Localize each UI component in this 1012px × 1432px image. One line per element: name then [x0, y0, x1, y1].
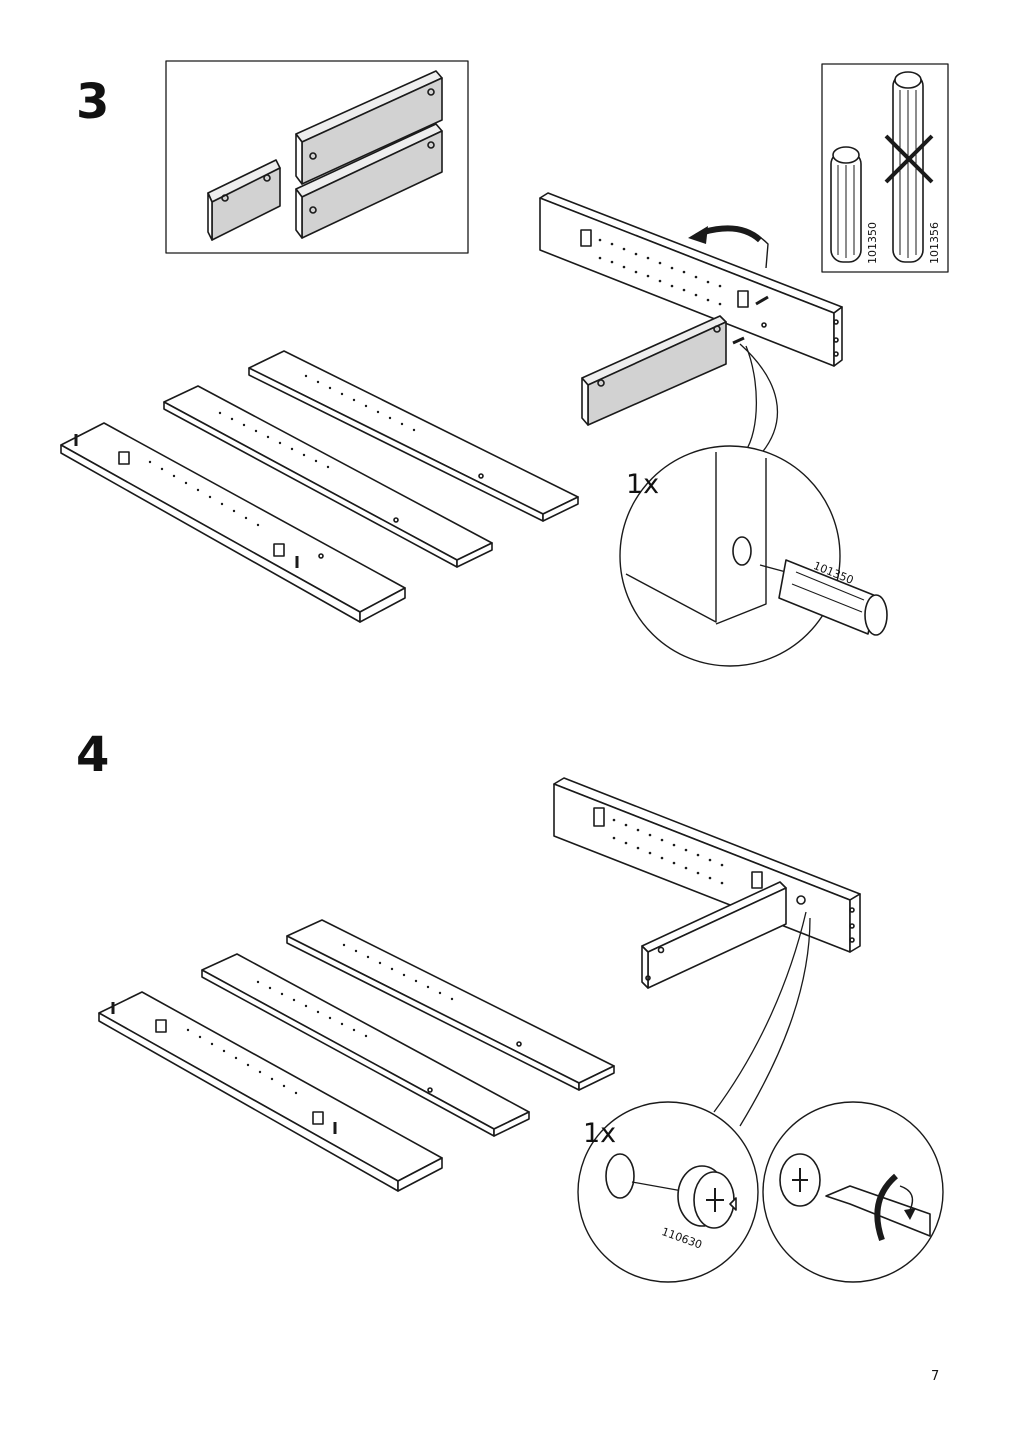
- hole-row: [186, 943, 454, 1095]
- step-4-quantity-label: 1x: [583, 1118, 617, 1149]
- step-3-number: 3: [76, 74, 110, 130]
- step-3-rail-3: [60, 422, 406, 623]
- step-3-rail-1: [248, 350, 579, 522]
- parts-overview-box: [165, 60, 469, 254]
- page-number: 7: [931, 1369, 940, 1384]
- screwdriver-turn-icon: [779, 1153, 931, 1241]
- step-3-quantity-label: 1x: [626, 469, 660, 500]
- step-3-detail-callout: [619, 343, 888, 667]
- wrong-part-cross-icon: [884, 134, 934, 184]
- step-4-detail-callout: [577, 911, 944, 1283]
- step-3-side-rail: [539, 192, 843, 367]
- step-4-rail-2: [201, 953, 530, 1137]
- dowel-101350-icon: [830, 146, 862, 263]
- step-4-rail-3: [98, 991, 443, 1192]
- dowel-101356-icon: [892, 71, 924, 263]
- hole-row: [148, 374, 416, 527]
- hole-row: [612, 818, 724, 885]
- cam-lock-fitting-icon: [605, 1153, 737, 1229]
- hole-row: [598, 238, 722, 306]
- step-4-number: 4: [76, 727, 110, 783]
- dowel-insert-icon: [759, 559, 888, 636]
- step-4-end-panel: [641, 881, 806, 989]
- step-3-rail-2: [163, 385, 493, 568]
- step-4-rail-1: [286, 919, 615, 1091]
- dowel-inset-box: [821, 63, 949, 273]
- rotate-arrow-icon: [688, 225, 769, 269]
- step-3-end-panel: [581, 315, 745, 426]
